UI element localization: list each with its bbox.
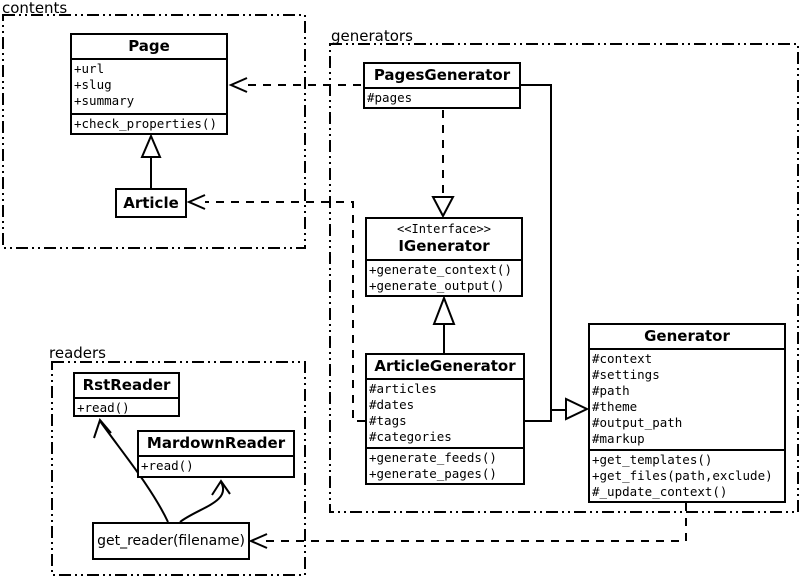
methods-section: +check_properties() [72, 113, 226, 133]
function-label: get_reader(filename) [97, 533, 245, 549]
edge-getreader-to-mardownreader [179, 479, 231, 523]
attributes-section: #pages [365, 87, 519, 107]
edge-generator-depends-getreader [248, 503, 687, 549]
open-arrow-icon [186, 194, 206, 210]
edge-generators-inherit-generator [521, 84, 590, 422]
edge-article-inherits-page [140, 133, 162, 189]
attribute-row: +slug [74, 77, 112, 92]
attribute-row: +summary [74, 93, 135, 108]
edge-articlegenerator-depends-article [186, 194, 365, 422]
class-title: PagesGenerator [373, 66, 511, 84]
interface-header: <<Interface>> IGenerator [367, 219, 521, 259]
method-row: +generate_pages() [369, 466, 497, 481]
class-title: Article [123, 193, 179, 212]
attribute-row: #theme [592, 399, 638, 414]
attribute-row: #tags [369, 413, 407, 428]
package-label-readers: readers [49, 344, 106, 362]
method-row: +get_files(path,exclude) [592, 468, 773, 483]
attributes-section: #context#settings#path#theme#output_path… [590, 348, 784, 449]
methods-section: +read() [139, 455, 293, 476]
inheritance-triangle-icon [140, 133, 162, 158]
attribute-row: #categories [369, 429, 452, 444]
class-box-generator: Generator #context#settings#path#theme#o… [588, 323, 786, 503]
attributes-section: #articles#dates#tags#categories [367, 378, 523, 447]
package-label-contents: contents [2, 0, 68, 17]
class-box-mardownreader: MardownReader +read() [137, 430, 295, 478]
method-row: +generate_output() [369, 278, 505, 293]
inheritance-triangle-icon [432, 295, 456, 325]
method-row: #_update_context() [592, 484, 728, 499]
class-box-pagesgenerator: PagesGenerator #pages [363, 62, 521, 109]
method-row: +read() [141, 458, 194, 473]
methods-section: +read() [75, 397, 178, 415]
attribute-row: #settings [592, 367, 660, 382]
method-row: +get_templates() [592, 452, 713, 467]
class-box-igenerator: <<Interface>> IGenerator +generate_conte… [365, 217, 523, 297]
stereotype-label: <<Interface>> [397, 222, 491, 236]
attribute-row: +url [74, 61, 105, 76]
open-arrow-icon [248, 533, 268, 549]
methods-section: +get_templates()+get_files(path,exclude)… [590, 449, 784, 501]
attribute-row: #pages [367, 90, 413, 105]
package-label-generators: generators [331, 27, 413, 45]
open-arrow-icon [228, 77, 248, 93]
realization-triangle-icon [431, 196, 455, 219]
class-box-page: Page +url+slug+summary +check_properties… [70, 33, 228, 135]
class-title: IGenerator [398, 237, 490, 255]
methods-section: +generate_feeds()+generate_pages() [367, 447, 523, 483]
method-row: +generate_feeds() [369, 450, 497, 465]
class-title: Page [128, 37, 170, 55]
open-arrow-icon [211, 479, 231, 496]
class-title: Generator [644, 327, 730, 345]
function-box-get-reader: get_reader(filename) [92, 522, 250, 560]
inheritance-triangle-icon [565, 397, 590, 421]
method-row: +generate_context() [369, 262, 512, 277]
method-row: +read() [77, 400, 130, 415]
open-arrow-icon [93, 417, 112, 439]
attribute-row: #articles [369, 381, 437, 396]
class-title: RstReader [82, 376, 171, 394]
class-box-rstreader: RstReader +read() [73, 372, 180, 417]
attribute-row: #markup [592, 431, 645, 446]
package-border-generators [329, 43, 799, 513]
class-box-articlegenerator: ArticleGenerator #articles#dates#tags#ca… [365, 353, 525, 485]
method-row: +check_properties() [74, 116, 217, 131]
class-title: MardownReader [146, 434, 286, 452]
methods-section: +generate_context()+generate_output() [367, 259, 521, 295]
edge-articlegenerator-inherits-igenerator [432, 295, 456, 354]
class-box-article: Article [115, 188, 187, 218]
package-border-contents [2, 14, 306, 249]
attribute-row: #path [592, 383, 630, 398]
attribute-row: #dates [369, 397, 415, 412]
attribute-row: #output_path [592, 415, 683, 430]
edge-getreader-to-rstreader [93, 417, 169, 523]
edge-pagesgenerator-realizes-igenerator [431, 110, 455, 219]
attribute-row: #context [592, 351, 653, 366]
package-border-readers [51, 361, 306, 576]
attributes-section: +url+slug+summary [72, 58, 226, 113]
class-title: ArticleGenerator [374, 357, 516, 375]
edge-pagesgenerator-depends-page [228, 77, 364, 93]
